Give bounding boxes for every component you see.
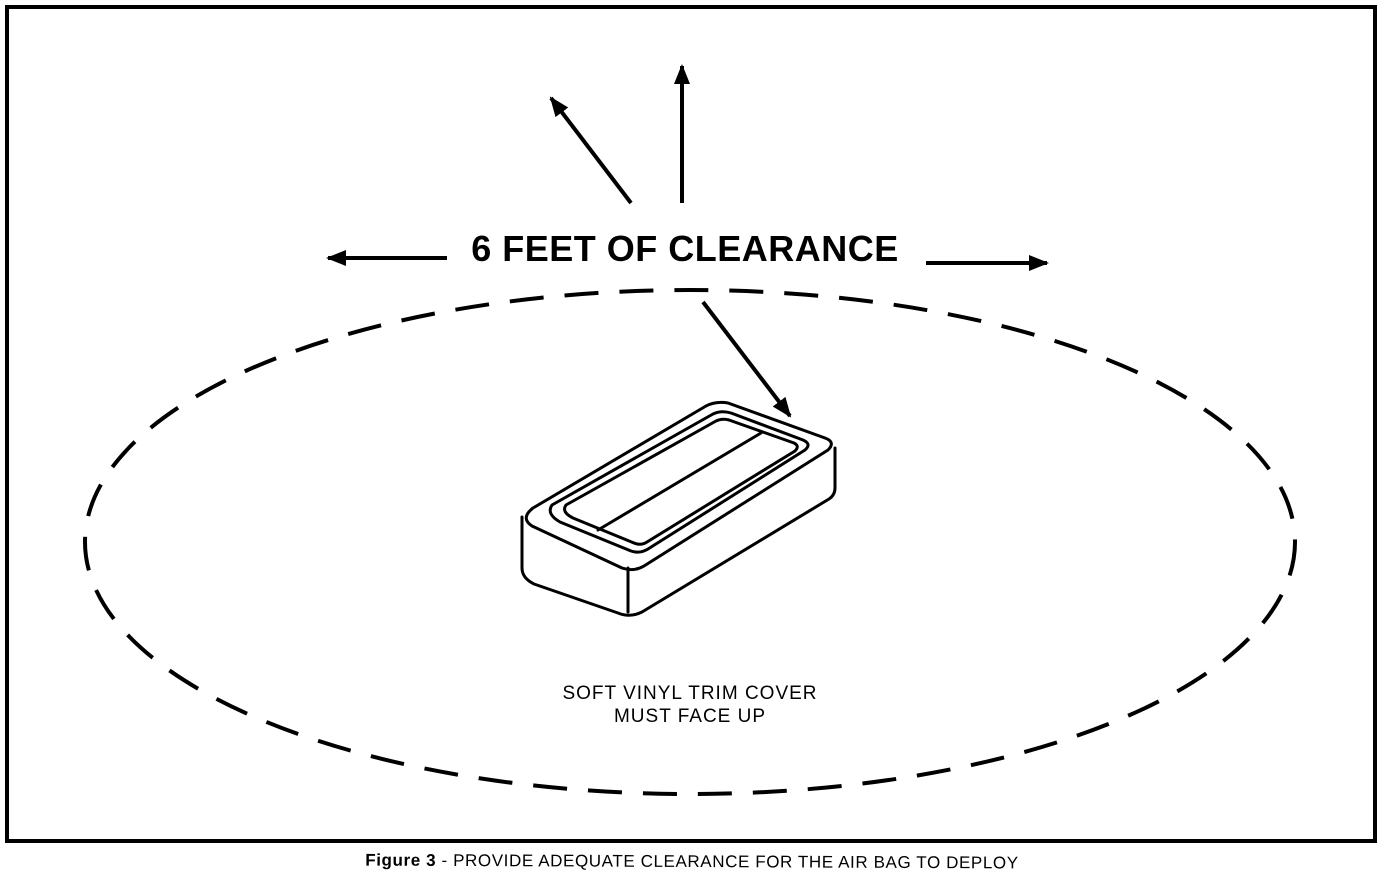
- air-bag-module-icon: [520, 400, 837, 617]
- figure-frame: [5, 5, 1377, 843]
- clearance-boundary-ellipse: [83, 288, 1297, 796]
- trim-cover-note-line-1: SOFT VINYL TRIM COVER: [562, 683, 818, 704]
- arrow-icon: [701, 300, 792, 418]
- caption-text: PROVIDE ADEQUATE CLEARANCE FOR THE AIR B…: [453, 850, 1019, 873]
- trim-cover-note-line-2: MUST FACE UP: [613, 706, 767, 727]
- figure-number: Figure 3: [365, 850, 437, 870]
- arrow-icon: [549, 96, 633, 205]
- caption-separator: -: [436, 850, 454, 870]
- clearance-label: 6 FEET OF CLEARANCE: [471, 228, 899, 269]
